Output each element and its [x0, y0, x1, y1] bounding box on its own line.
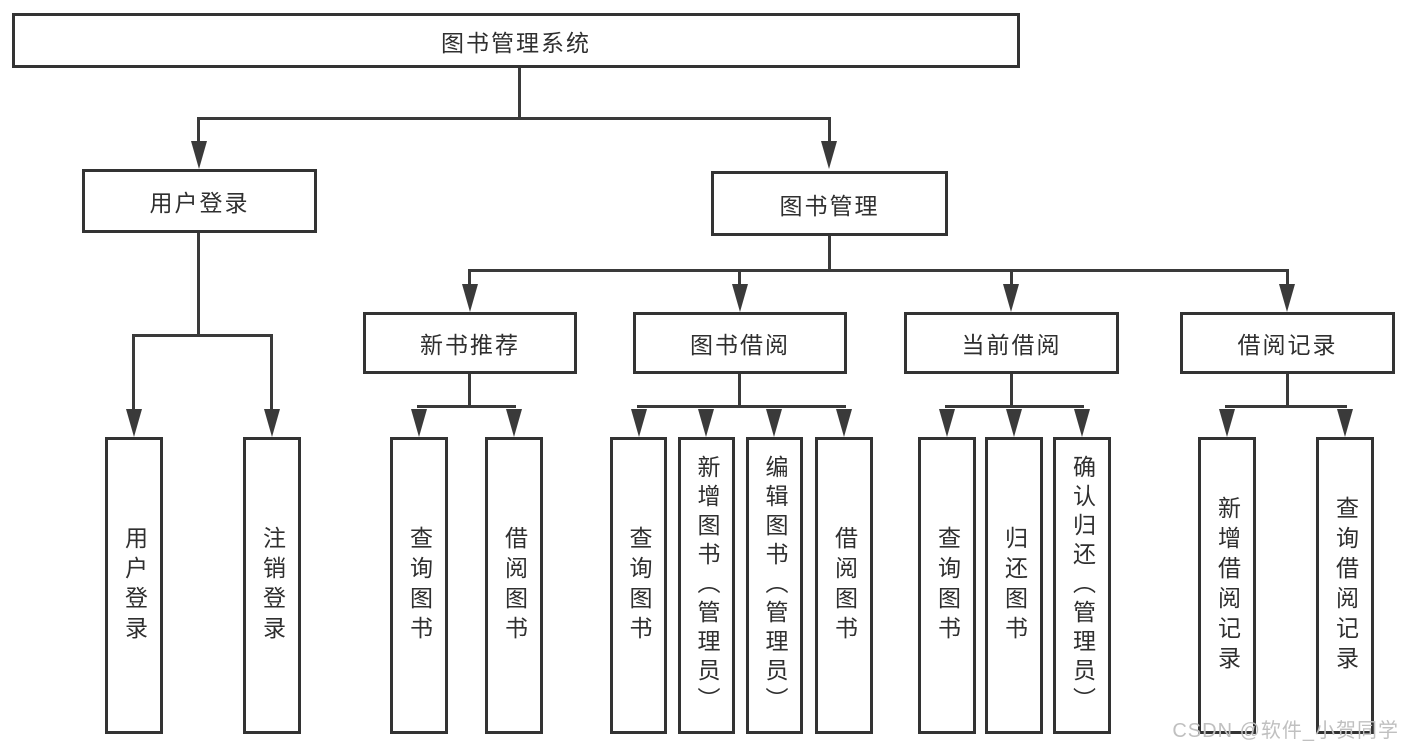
arrowhead-down-icon	[1337, 409, 1353, 437]
arrowhead-down-icon	[698, 409, 714, 437]
leaf-logout-label: 注销登录	[259, 525, 286, 646]
node-new-book-recommend: 新书推荐	[363, 312, 577, 374]
connector-line	[945, 405, 1084, 408]
leaf-borrow-book-recommend: 借阅图书	[485, 437, 543, 734]
arrowhead-down-icon	[821, 141, 837, 169]
arrowhead-down-icon	[836, 409, 852, 437]
node-borrow-record-label: 借阅记录	[1237, 332, 1338, 358]
node-user-login-label: 用户登录	[149, 190, 250, 216]
leaf-query-book-recommend: 查询图书	[390, 437, 448, 734]
arrowhead-down-icon	[1006, 409, 1022, 437]
leaf-query-borrow-record: 查询借阅记录	[1316, 437, 1374, 734]
arrowhead-down-icon	[766, 409, 782, 437]
leaf-borrow-book-recommend-label: 借阅图书	[501, 525, 528, 646]
leaf-edit-book-admin-label: 编辑图书（管理员）	[762, 455, 788, 716]
leaf-query-book-borrow: 查询图书	[610, 437, 667, 734]
leaf-edit-book-admin: 编辑图书（管理员）	[746, 437, 803, 734]
node-current-borrow: 当前借阅	[904, 312, 1119, 374]
connector-line	[197, 120, 200, 146]
leaf-return-book-label: 归还图书	[1001, 525, 1028, 646]
connector-line	[197, 233, 200, 337]
connector-line	[738, 374, 741, 408]
arrowhead-down-icon	[411, 409, 427, 437]
leaf-query-book-current: 查询图书	[918, 437, 976, 734]
connector-line	[468, 374, 471, 408]
node-book-borrow-label: 图书借阅	[690, 332, 790, 358]
node-book-management: 图书管理	[711, 171, 948, 236]
leaf-confirm-return-admin: 确认归还（管理员）	[1053, 437, 1111, 734]
leaf-borrow-book: 借阅图书	[815, 437, 873, 734]
leaf-borrow-book-label: 借阅图书	[831, 525, 858, 646]
connector-line	[1286, 272, 1289, 286]
arrowhead-down-icon	[939, 409, 955, 437]
connector-line	[1286, 374, 1289, 408]
leaf-add-borrow-record-label: 新增借阅记录	[1214, 495, 1241, 676]
connector-line	[468, 269, 1289, 272]
node-root: 图书管理系统	[12, 13, 1020, 68]
arrowhead-down-icon	[1279, 284, 1295, 312]
leaf-user-login: 用户登录	[105, 437, 163, 734]
connector-line	[132, 337, 135, 411]
leaf-user-login-label: 用户登录	[121, 525, 148, 646]
connector-line	[1010, 272, 1013, 286]
leaf-add-book-admin: 新增图书（管理员）	[678, 437, 735, 734]
connector-line	[637, 405, 846, 408]
leaf-add-borrow-record: 新增借阅记录	[1198, 437, 1256, 734]
node-root-label: 图书管理系统	[441, 29, 591, 56]
connector-line	[468, 272, 471, 286]
arrowhead-down-icon	[732, 284, 748, 312]
connector-line	[197, 117, 831, 120]
node-book-borrow: 图书借阅	[633, 312, 847, 374]
connector-line	[1010, 374, 1013, 408]
connector-line	[738, 272, 741, 286]
node-new-book-recommend-label: 新书推荐	[420, 332, 520, 358]
watermark-text: CSDN @软件_小贺同学	[1172, 720, 1399, 742]
leaf-query-book-borrow-label: 查询图书	[626, 525, 652, 646]
leaf-query-borrow-record-label: 查询借阅记录	[1332, 495, 1359, 676]
arrowhead-down-icon	[1003, 284, 1019, 312]
arrowhead-down-icon	[191, 141, 207, 169]
arrowhead-down-icon	[1219, 409, 1235, 437]
node-borrow-record: 借阅记录	[1180, 312, 1395, 374]
connector-line	[1225, 405, 1347, 408]
arrowhead-down-icon	[506, 409, 522, 437]
leaf-query-book-recommend-label: 查询图书	[406, 525, 433, 646]
leaf-add-book-admin-label: 新增图书（管理员）	[694, 455, 720, 716]
connector-line	[828, 120, 831, 146]
arrowhead-down-icon	[126, 409, 142, 437]
arrowhead-down-icon	[631, 409, 647, 437]
node-user-login: 用户登录	[82, 169, 317, 233]
connector-line	[828, 236, 831, 272]
connector-line	[132, 334, 273, 337]
arrowhead-down-icon	[1074, 409, 1090, 437]
node-book-management-label: 图书管理	[779, 192, 880, 219]
arrowhead-down-icon	[264, 409, 280, 437]
leaf-logout: 注销登录	[243, 437, 301, 734]
connector-line	[518, 68, 521, 120]
arrowhead-down-icon	[462, 284, 478, 312]
connector-line	[417, 405, 516, 408]
leaf-return-book: 归还图书	[985, 437, 1043, 734]
leaf-confirm-return-admin-label: 确认归还（管理员）	[1069, 455, 1096, 716]
leaf-query-book-current-label: 查询图书	[934, 525, 961, 646]
connector-line	[270, 337, 273, 411]
node-current-borrow-label: 当前借阅	[961, 332, 1062, 358]
